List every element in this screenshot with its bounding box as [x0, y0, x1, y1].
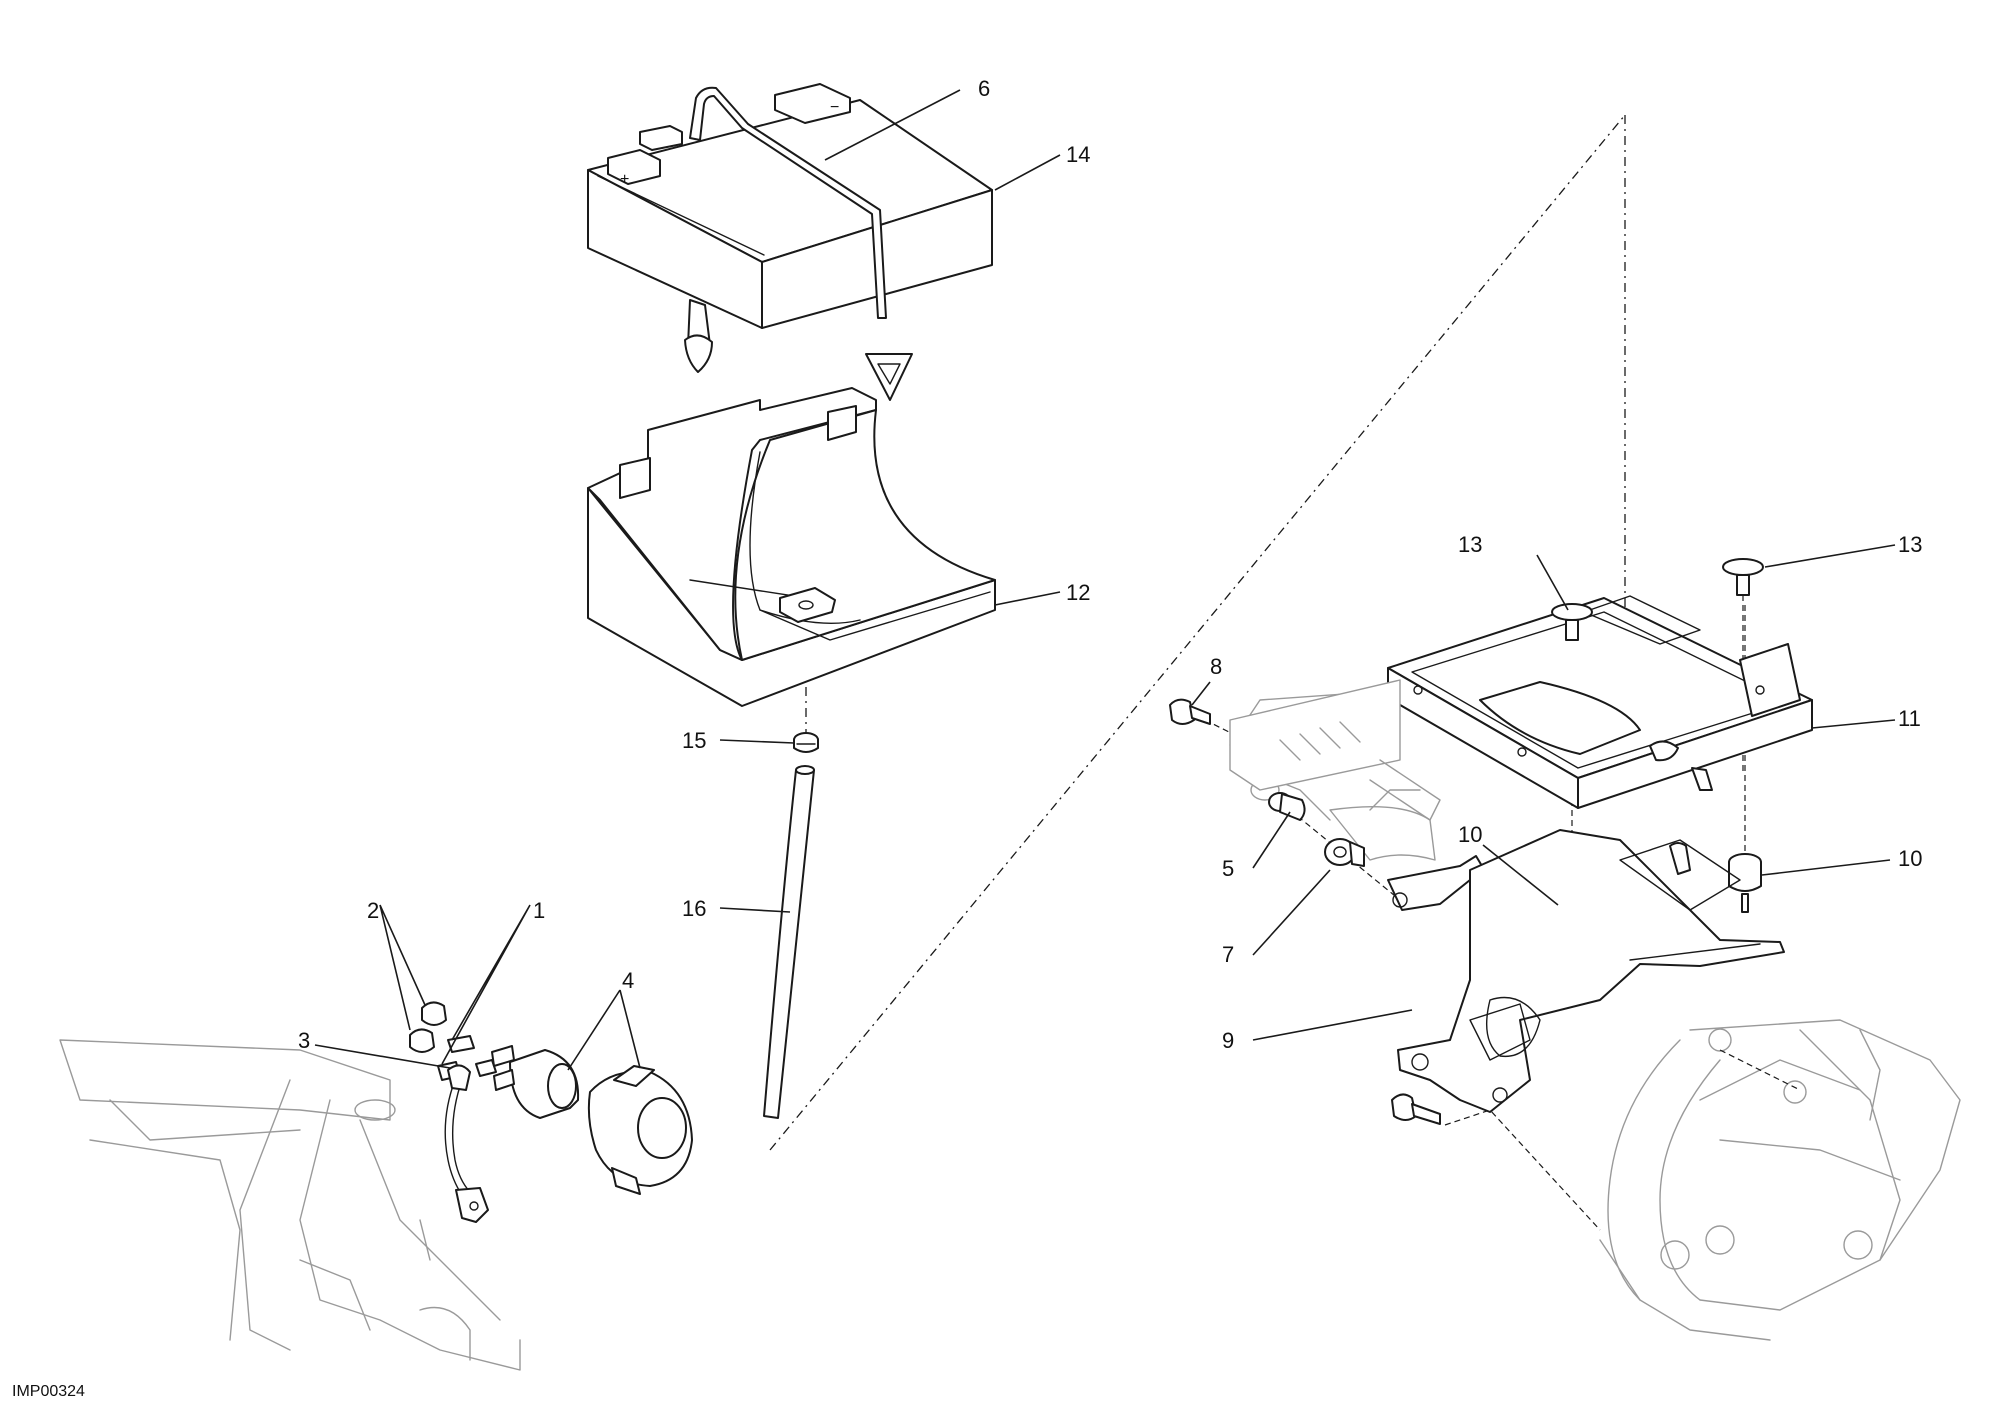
leader-lines: [314, 89, 1896, 1071]
callout-10-right: 10: [1898, 846, 1922, 871]
tray-screw-left: [1551, 603, 1593, 641]
callout-4: 4: [622, 968, 634, 993]
callout-5: 5: [1222, 856, 1234, 881]
vent-hose-clip: [793, 732, 819, 753]
callout-14: 14: [1066, 142, 1090, 167]
grommet: [1324, 838, 1365, 867]
exploded-guide-bolt8: [1204, 719, 1246, 741]
callout-11: 11: [1898, 706, 1921, 731]
battery-negative-mark: −: [830, 99, 839, 116]
battery-tray: [587, 387, 996, 707]
bolt: [1169, 698, 1211, 725]
exploded-guide-diagonal: [769, 114, 1626, 1151]
damper-right: [1728, 853, 1762, 913]
callout-15: 15: [682, 728, 706, 753]
callout-16: 16: [682, 896, 706, 921]
callout-6: 6: [978, 76, 990, 101]
callout-12: 12: [1066, 580, 1090, 605]
battery: + −: [587, 83, 993, 373]
left-frame-sketch: [59, 1039, 521, 1371]
callout-13-left: 13: [1458, 532, 1482, 557]
wiring-harness-connector: [1229, 679, 1441, 821]
callout-13-right: 13: [1898, 532, 1922, 557]
battery-positive-mark: +: [620, 171, 629, 188]
exploded-guide-frame-bolt: [1444, 1109, 1601, 1231]
callout-10-left: 10: [1458, 822, 1482, 847]
callout-8: 8: [1210, 654, 1222, 679]
battery-retaining-strap: [689, 86, 913, 401]
rubber-bush: [1268, 792, 1306, 821]
callout-1: 1: [533, 898, 545, 923]
callout-7: 7: [1222, 942, 1234, 967]
callout-9: 9: [1222, 1028, 1234, 1053]
drawing-reference-code: IMP00324: [12, 1383, 85, 1400]
earth-cable: [444, 1064, 489, 1223]
tray-support-bracket: [1387, 595, 1813, 809]
solenoid-rubber-holder: [587, 1065, 693, 1195]
tray-screw-right: [1722, 558, 1764, 596]
starter-solenoid: [491, 1045, 580, 1119]
callout-3: 3: [298, 1028, 310, 1053]
callout-numbers: 1 2 3 4 5 6 7 8 9 10 10 11 12 13 13 14 1…: [298, 76, 1922, 1053]
callout-2: 2: [367, 898, 379, 923]
support-plate: [1387, 829, 1785, 1113]
exploded-guide-frame-right: [1719, 1049, 1801, 1091]
frame-bolt: [1391, 1093, 1441, 1125]
vent-hose: [763, 765, 815, 1119]
